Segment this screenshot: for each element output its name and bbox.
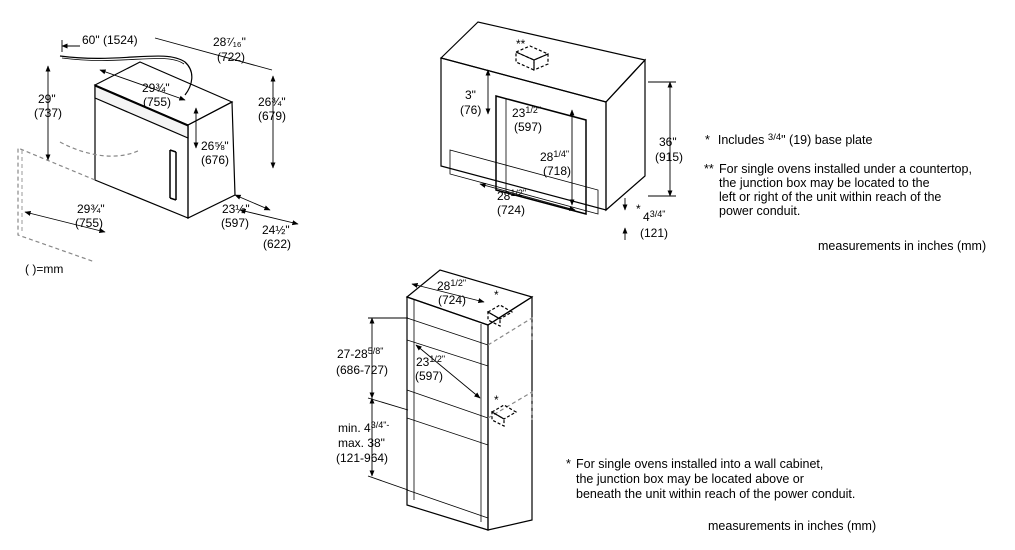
body-depth-mm: (597) <box>221 216 249 230</box>
under-counter-dimension-labels: ** 3" (76) 231/2" (597) 281/4" (718) 281… <box>460 37 683 240</box>
wall-cutout-height-label: 27-285/8" <box>337 346 383 361</box>
door-handle <box>169 149 177 201</box>
under-counter-notes: *Includes 3/4" (19) base plate ** For si… <box>704 132 986 253</box>
upper-cutout <box>406 317 489 367</box>
junction-marker-double: ** <box>516 37 526 51</box>
cutout-depth-mm: (597) <box>514 120 542 134</box>
junction-box-lower <box>490 404 518 420</box>
junction-note-line-4: power conduit. <box>719 204 800 218</box>
junction-note-line-2: the junction box may be located to the <box>719 176 930 190</box>
wall-cabinet-notes: * For single ovens installed into a wall… <box>566 457 876 533</box>
cabinet-height-mm: (915) <box>655 150 683 164</box>
mm-key: ( )=mm <box>25 262 63 276</box>
cabinet-side <box>605 58 646 212</box>
cutout-width-label: 281/2" <box>497 188 526 203</box>
oven-dimension-labels: 60" (1524) 28⁷⁄₁₆" (722) 29¾" (755) 29" … <box>25 33 291 276</box>
base-height-marker: * <box>636 202 641 216</box>
base-height-label: 43/4" <box>643 209 665 224</box>
inner-width-mm: (755) <box>143 95 171 109</box>
junction-box-top <box>514 45 550 61</box>
wall-cabinet-side <box>487 295 533 531</box>
wall-cutout-width-mm: (724) <box>438 293 466 307</box>
wall-cutout-depth-label: 231/2" <box>416 354 445 369</box>
front-width-label: 29¾" <box>77 202 105 216</box>
door-height-mm: (676) <box>201 153 229 167</box>
door-open-height-label: 29" <box>38 92 56 106</box>
body-height-label: 26¾" <box>258 95 286 109</box>
under-counter-cabinet-drawing <box>439 21 647 215</box>
cord-length-label: 60" (1524) <box>82 33 138 47</box>
wall-cutout-depth-mm: (597) <box>415 369 443 383</box>
top-gap-label: 3" <box>465 88 476 102</box>
cabinet-height-label: 36" <box>659 135 677 149</box>
base-plate-note: *Includes 3/4" (19) base plate <box>705 132 872 147</box>
junction-note-marker: ** <box>704 162 714 176</box>
wall-note-line-2: the junction box may be located above or <box>576 472 804 486</box>
body-depth-label: 23½" <box>222 202 250 216</box>
wall-cutout-width-label: 281/2" <box>437 278 466 293</box>
junction-note-line-3: left or right of the unit within reach o… <box>719 190 941 204</box>
wall-note-line-3: beneath the unit within reach of the pow… <box>576 487 855 501</box>
cutout-depth-label: 231/2" <box>512 105 541 120</box>
wall-cabinet-drawing <box>405 269 534 531</box>
wall-cabinet-dimension-labels: 281/2" (724) * * 27-285/8" (686-727) 231… <box>336 278 499 465</box>
wall-note-line-1: For single ovens installed into a wall c… <box>576 457 823 471</box>
bottom-height-line-2: max. 38" <box>338 436 385 450</box>
junction-marker-side: * <box>494 393 499 407</box>
door-open-height-mm: (737) <box>34 106 62 120</box>
overall-depth-mm: (622) <box>263 237 291 251</box>
bottom-height-line-1: min. 43/4"- <box>338 420 389 435</box>
bottom-height-mm: (121-964) <box>336 451 388 465</box>
cutout-width-mm: (724) <box>497 203 525 217</box>
cabinet-base <box>449 149 599 215</box>
wall-units-note: measurements in inches (mm) <box>708 519 876 533</box>
top-gap-mm: (76) <box>460 103 481 117</box>
door-height-label: 26⅝" <box>201 139 229 153</box>
cutout-height-mm: (718) <box>543 164 571 178</box>
body-height-mm: (679) <box>258 109 286 123</box>
power-cord <box>59 55 193 96</box>
cutout-height-label: 281/4" <box>540 149 569 164</box>
oven-dimension-lines <box>24 37 299 234</box>
junction-note-line-1: For single ovens installed under a count… <box>719 162 972 176</box>
wall-cutout-height-mm: (686-727) <box>336 363 388 377</box>
base-height-mm: (121) <box>640 226 668 240</box>
wall-cabinet-top <box>405 269 534 326</box>
lower-plane-dashed <box>487 390 533 420</box>
under-counter-units-note: measurements in inches (mm) <box>818 239 986 253</box>
junction-box-upper <box>486 304 514 320</box>
wall-cabinet-dimension-lines <box>367 282 485 491</box>
open-door-outline <box>17 147 96 263</box>
lower-cutout <box>406 389 489 446</box>
top-depth-label: 28⁷⁄₁₆" <box>213 35 246 49</box>
junction-marker-top: * <box>494 288 499 302</box>
overall-depth-label: 24½" <box>262 223 290 237</box>
front-width-mm: (755) <box>75 216 103 230</box>
under-counter-dimension-lines <box>479 69 676 240</box>
upper-plane-dashed <box>487 316 533 346</box>
wall-note-marker: * <box>566 457 571 471</box>
inner-width-label: 29¾" <box>142 81 170 95</box>
top-depth-mm: (722) <box>217 50 245 64</box>
